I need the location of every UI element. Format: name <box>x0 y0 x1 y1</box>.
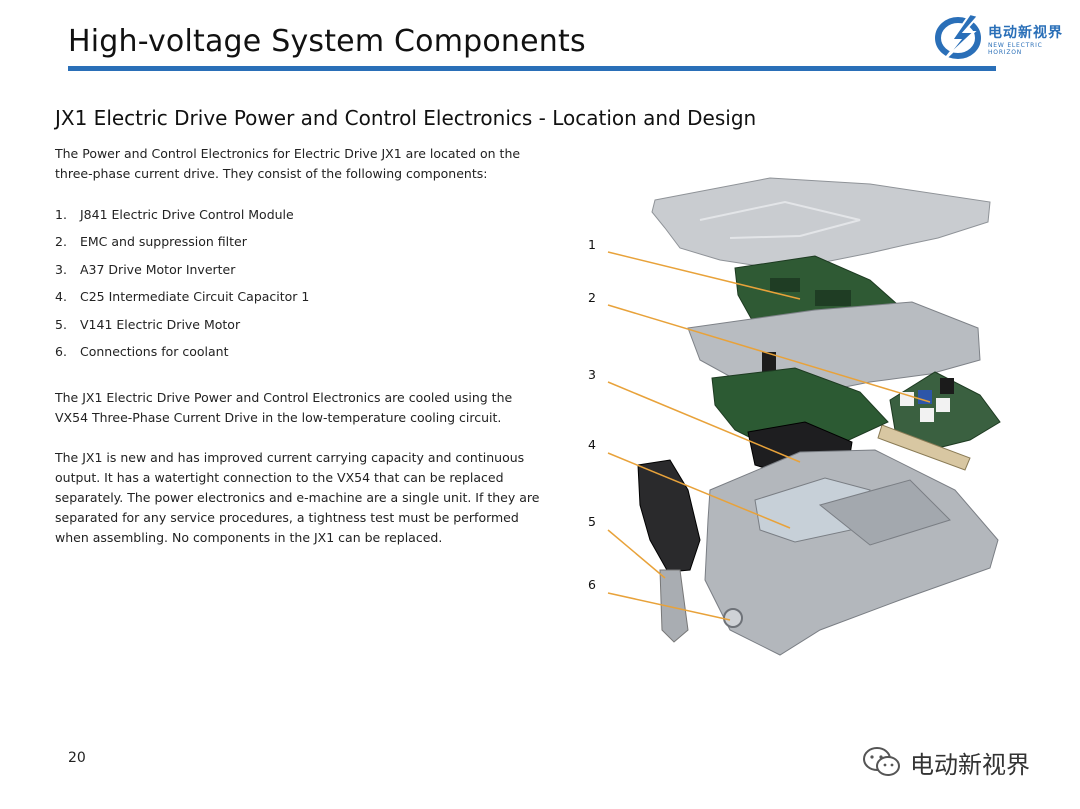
list-item-number: 3. <box>55 261 67 277</box>
list-item-label: EMC and suppression filter <box>80 234 247 250</box>
list-item-number: 6. <box>55 343 67 359</box>
logo-chinese-text: 电动新视界 <box>988 25 1063 41</box>
list-item: 6. Connections for coolant <box>55 344 309 371</box>
details-paragraph: The JX1 is new and has improved current … <box>55 450 540 545</box>
list-item-number: 2. <box>55 234 67 250</box>
list-item: 4. C25 Intermediate Circuit Capacitor 1 <box>55 289 309 316</box>
brand-logo: 电动新视界 NEW ELECTRIC HORIZON <box>930 12 1070 62</box>
list-item-number: 5. <box>55 316 67 332</box>
title-rule <box>68 66 996 71</box>
lightning-logo-icon <box>935 12 981 61</box>
section-subtitle: JX1 Electric Drive Power and Control Ele… <box>55 106 757 130</box>
page-number: 20 <box>68 750 86 766</box>
list-item-label: J841 Electric Drive Control Module <box>80 207 294 222</box>
callout-1: 1 <box>588 237 596 252</box>
callout-2: 2 <box>588 290 596 305</box>
list-item-label: C25 Intermediate Circuit Capacitor 1 <box>80 289 310 305</box>
callout-5: 5 <box>588 514 596 529</box>
motor-housing <box>704 449 999 656</box>
list-item: 2. EMC and suppression filter <box>55 234 309 261</box>
callout-3: 3 <box>588 367 596 382</box>
logo-english-text: NEW ELECTRIC HORIZON <box>988 42 1043 56</box>
list-item: 5. V141 Electric Drive Motor <box>55 317 309 344</box>
exploded-view-diagram <box>637 177 1001 656</box>
wechat-icon <box>863 747 900 776</box>
top-cover-plate <box>651 177 991 271</box>
watermark: 电动新视界 <box>862 744 1030 780</box>
cooling-paragraph: The JX1 Electric Drive Power and Control… <box>55 390 513 425</box>
coolant-connector <box>723 608 743 628</box>
callout-4: 4 <box>588 437 596 452</box>
list-item: 3. A37 Drive Motor Inverter <box>55 262 309 289</box>
intro-paragraph: The Power and Control Electronics for El… <box>55 146 521 181</box>
list-item-label: V141 Electric Drive Motor <box>80 316 241 332</box>
callout-6: 6 <box>588 577 596 592</box>
component-list: 1. J841 Electric Drive Control Module 2. E… <box>55 207 309 371</box>
left-bracket <box>637 459 701 573</box>
list-item-number: 4. <box>55 289 67 305</box>
list-item-label: A37 Drive Motor Inverter <box>80 261 236 277</box>
watermark-text: 电动新视界 <box>910 750 1030 779</box>
list-item: 1. J841 Electric Drive Control Module <box>55 207 309 234</box>
slide-title: High-voltage System Components <box>68 24 586 59</box>
list-item-number: 1. <box>55 207 67 222</box>
list-item-label: Connections for coolant <box>80 343 229 359</box>
